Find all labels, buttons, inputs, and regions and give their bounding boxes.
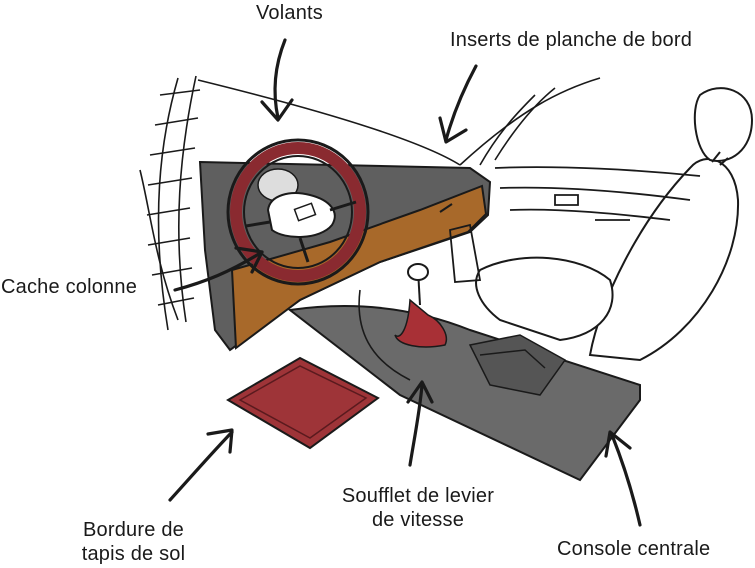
dashboard-wood-insert: [230, 184, 488, 350]
a-pillar: [139, 75, 201, 331]
label-inserts-planche: Inserts de planche de bord: [450, 28, 692, 52]
label-bordure-tapis: Bordure de tapis de sol: [66, 518, 201, 566]
label-volants: Volants: [256, 1, 323, 25]
steering-wheel: [226, 138, 370, 286]
label-bordure-line1: Bordure de: [83, 519, 184, 541]
label-cache-colonne: Cache colonne: [1, 275, 137, 299]
arrow-bordure: [168, 430, 234, 502]
label-bordure-line2: tapis de sol: [81, 543, 186, 565]
pointer-arrows: [168, 38, 642, 527]
arrow-soufflet: [408, 383, 424, 467]
label-inserts-text: Inserts de planche de bord: [450, 29, 693, 51]
windshield-lines: [197, 77, 601, 166]
gear-lever-boot: [394, 263, 447, 348]
arrow-inserts: [444, 64, 478, 142]
arrow-cache-colonne: [173, 250, 264, 292]
label-console-text: Console centrale: [557, 538, 711, 560]
floor-mat: [226, 356, 380, 450]
label-console-centrale: Console centrale: [557, 537, 710, 561]
label-soufflet-line1: Soufflet de levier: [341, 485, 495, 507]
label-soufflet-line2: de vitesse: [371, 509, 465, 531]
seat: [475, 87, 754, 362]
label-volants-text: Volants: [256, 2, 324, 24]
label-cache-colonne-text: Cache colonne: [1, 276, 138, 298]
arrow-volants: [273, 38, 287, 120]
label-soufflet-levier: Soufflet de levier de vitesse: [318, 484, 518, 532]
door-panel: [449, 166, 701, 283]
arrow-console: [610, 433, 642, 527]
